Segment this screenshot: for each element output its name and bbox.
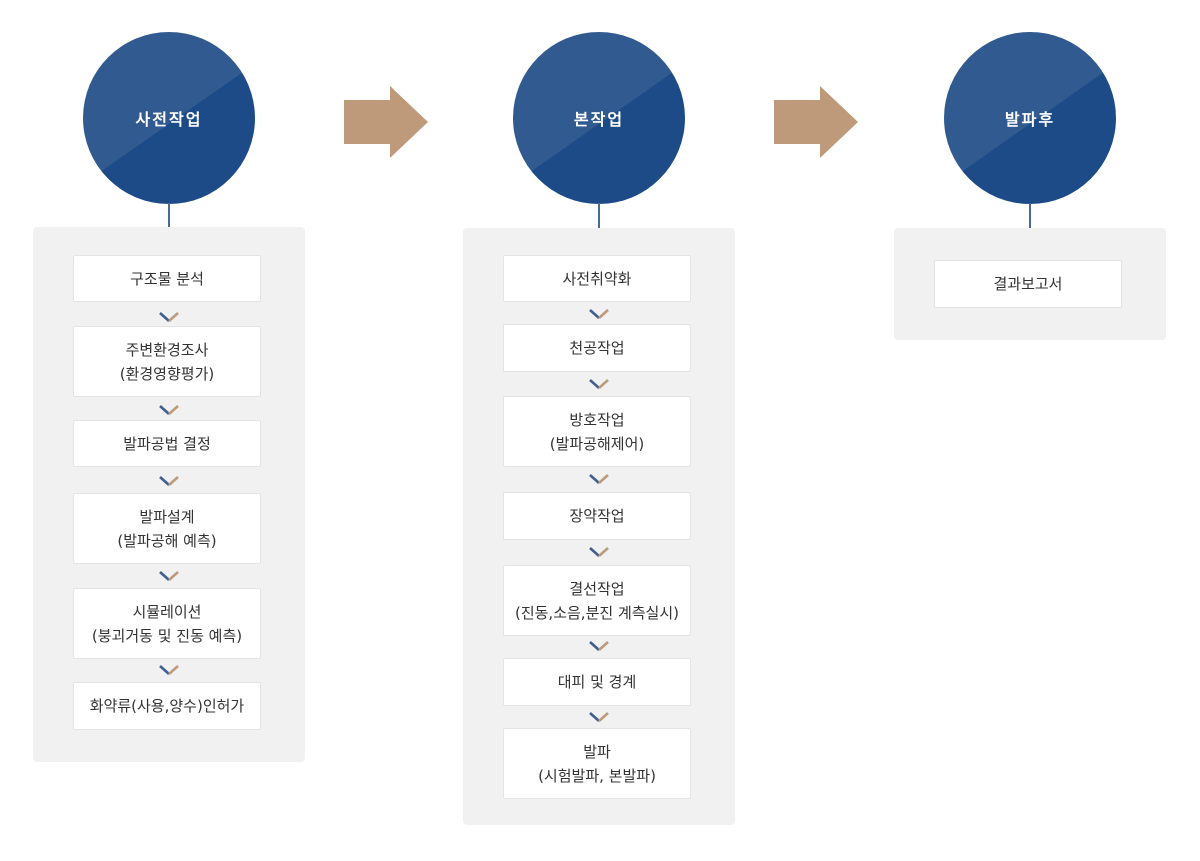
step-label: 방호작업	[569, 410, 625, 429]
stage-circle: 발파후	[944, 32, 1116, 204]
stage-title: 사전작업	[135, 110, 203, 129]
step-box: 천공작업	[503, 324, 691, 372]
step-label: 구조물 분석	[130, 269, 204, 288]
step-label: 시뮬레이션	[132, 602, 202, 621]
arrow-right-icon	[774, 86, 858, 158]
chevron-down-icon	[589, 547, 609, 557]
chevron-down-icon	[159, 405, 179, 415]
step-sublabel: (시험발파, 본발파)	[538, 766, 656, 785]
stage-panel: 사전취약화 천공작업 방호작업 (발파공해제어) 장약작업 결선작업 (진동,소…	[463, 228, 735, 825]
chevron-down-icon	[159, 476, 179, 486]
step-label: 대피 및 경계	[557, 673, 637, 691]
step-sublabel: (발파공해제어)	[549, 434, 645, 453]
step-label: 장약작업	[569, 507, 625, 525]
step-sublabel: (진동,소음,분진 계측실시)	[514, 603, 679, 622]
chevron-down-icon	[589, 379, 609, 389]
step-label: 결선작업	[569, 579, 625, 598]
step-label: 발파공법 결정	[123, 434, 211, 453]
step-box: 사전취약화	[503, 255, 691, 302]
chevron-down-icon	[159, 312, 179, 322]
chevron-down-icon	[589, 641, 609, 651]
chevron-down-icon	[159, 571, 179, 581]
step-box: 발파설계 (발파공해 예측)	[73, 493, 261, 564]
stage-connector-line	[598, 203, 600, 228]
step-label: 발파	[583, 742, 611, 761]
stage-circle: 사전작업	[83, 32, 255, 204]
step-label: 주변환경조사	[125, 340, 209, 359]
step-label: 천공작업	[569, 339, 625, 357]
stage-panel: 구조물 분석 주변환경조사 (환경영향평가) 발파공법 결정 발파설계 (발파공…	[33, 227, 305, 762]
stage-connector-line	[1029, 203, 1031, 228]
stage-circle: 본작업	[513, 32, 685, 204]
step-box: 화약류(사용,양수)인허가	[73, 682, 261, 730]
step-label: 사전취약화	[562, 269, 632, 288]
chevron-down-icon	[589, 712, 609, 722]
step-box: 결과보고서	[934, 260, 1122, 308]
stage-connector-line	[168, 203, 170, 228]
stage-panel: 결과보고서	[894, 228, 1166, 340]
step-box: 구조물 분석	[73, 255, 261, 302]
step-label: 화약류(사용,양수)인허가	[89, 697, 245, 715]
step-sublabel: (환경영향평가)	[119, 364, 215, 383]
step-sublabel: (발파공해 예측)	[117, 531, 217, 550]
chevron-down-icon	[589, 309, 609, 319]
step-sublabel: (붕괴거동 및 진동 예측)	[91, 626, 243, 645]
chevron-down-icon	[589, 474, 609, 484]
step-box: 결선작업 (진동,소음,분진 계측실시)	[503, 565, 691, 636]
step-label: 발파설계	[139, 507, 195, 526]
step-box: 발파 (시험발파, 본발파)	[503, 728, 691, 799]
step-box: 장약작업	[503, 492, 691, 540]
chevron-down-icon	[159, 665, 179, 675]
step-box: 방호작업 (발파공해제어)	[503, 396, 691, 467]
step-box: 발파공법 결정	[73, 420, 261, 467]
step-box: 시뮬레이션 (붕괴거동 및 진동 예측)	[73, 588, 261, 659]
step-box: 대피 및 경계	[503, 658, 691, 706]
step-label: 결과보고서	[993, 275, 1063, 293]
step-box: 주변환경조사 (환경영향평가)	[73, 326, 261, 397]
stage-title: 본작업	[573, 110, 625, 129]
stage-title: 발파후	[1004, 110, 1056, 129]
arrow-right-icon	[344, 86, 428, 158]
